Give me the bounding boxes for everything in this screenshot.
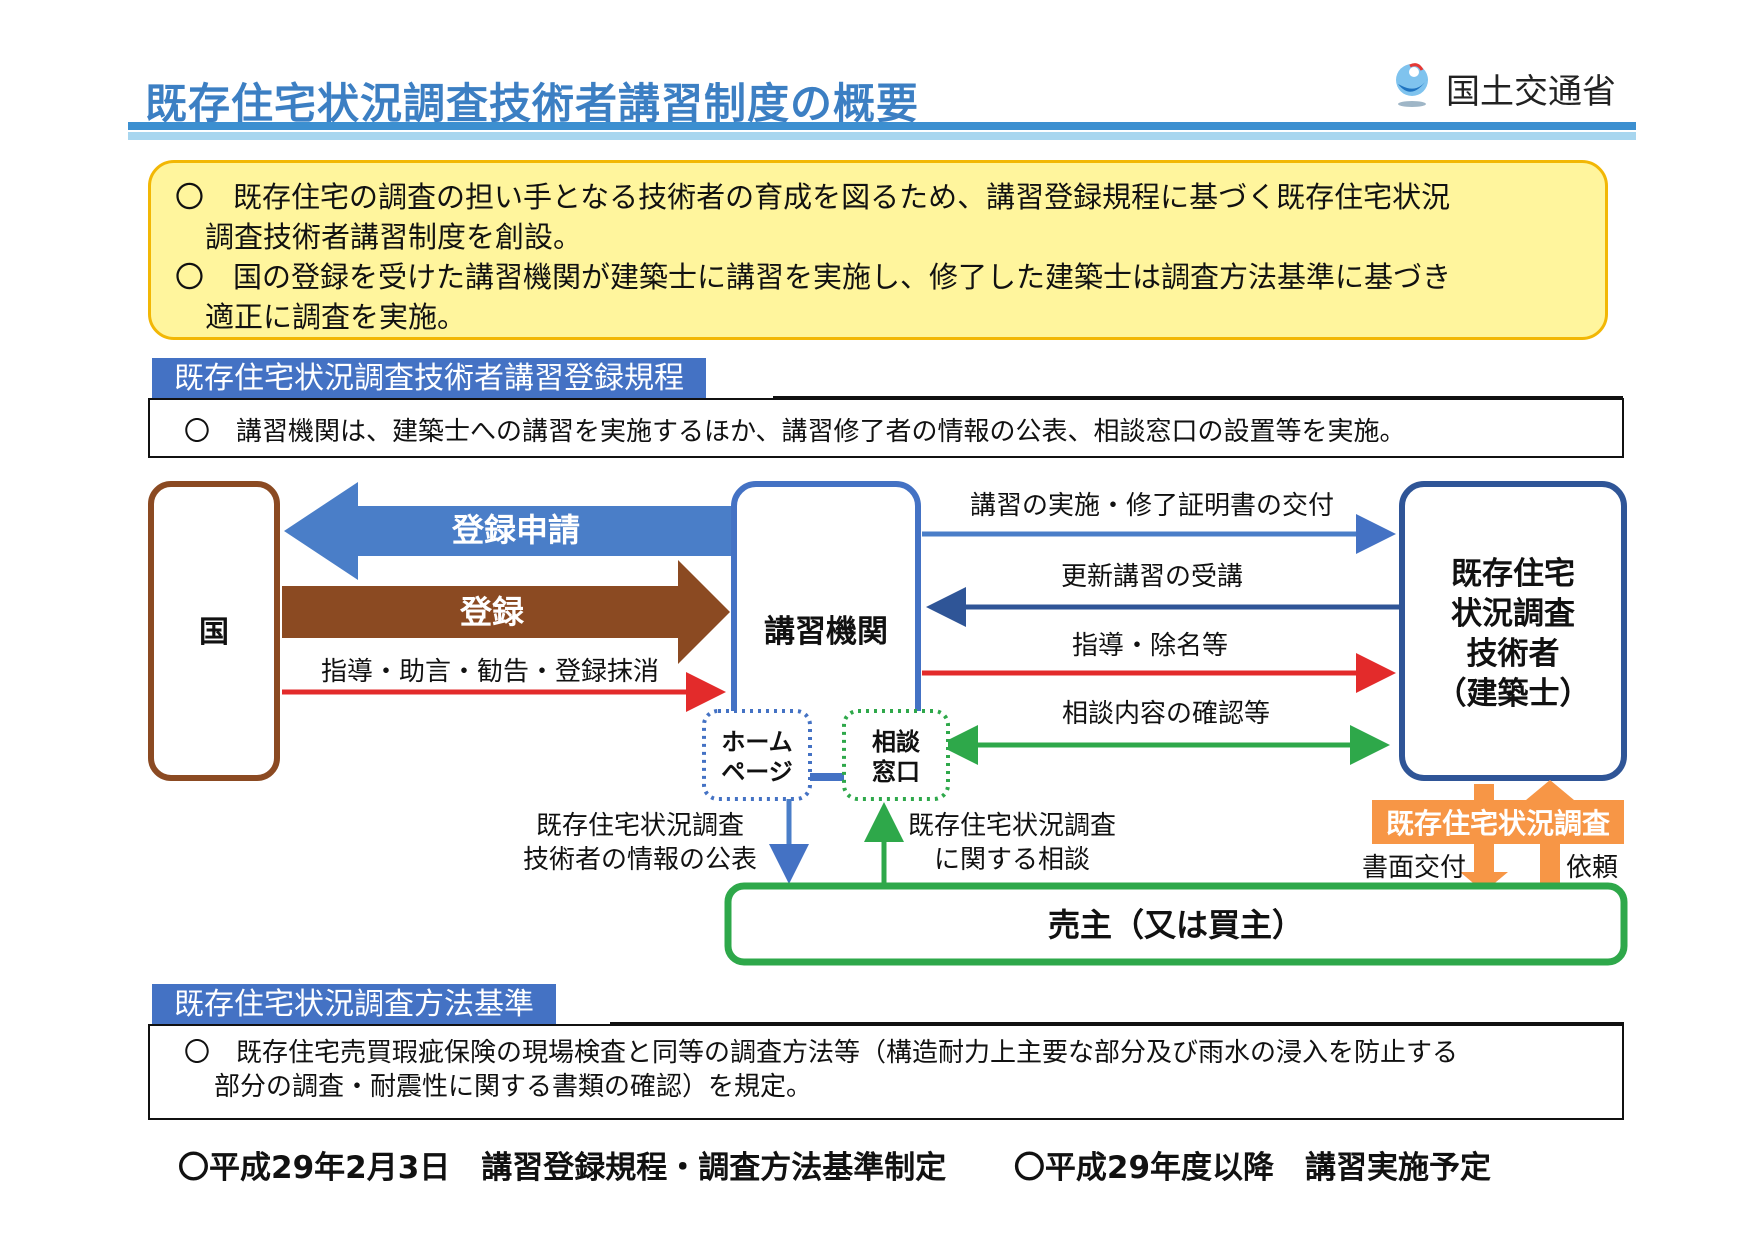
title-underline-light (128, 132, 1636, 140)
kuni-label: 国 (199, 615, 229, 650)
section-box-survey-standard: 〇 既存住宅売買瑕疵保険の現場検査と同等の調査方法等（構造耐力上主要な部分及び雨… (148, 1024, 1624, 1120)
section-divider (610, 1022, 1624, 1024)
section-text-line: 部分の調査・耐震性に関する書類の確認）を規定。 (214, 1072, 813, 1102)
consult-window-box (842, 709, 950, 801)
consult-window-label-line: 窓口 (872, 758, 920, 786)
engineer-box (1399, 481, 1627, 781)
summary-line: 〇 国の登録を受けた講習機関が建築士に講習を実施し、修了した建築士は調査方法基準… (175, 260, 1452, 294)
schedule-footer: 〇平成29年2月3日 講習登録規程・調査方法基準制定 〇平成29年度以降 講習実… (178, 1142, 1491, 1187)
survey-label: 既存住宅状況調査 (1386, 807, 1610, 840)
summary-box: 〇 既存住宅の調査の担い手となる技術者の育成を図るため、講習登録規程に基づく既存… (148, 160, 1608, 340)
schedule-item-enactment: 〇平成29年2月3日 講習登録規程・調査方法基準制定 (178, 1150, 947, 1186)
section-tab-survey-standard: 既存住宅状況調査方法基準 (152, 984, 556, 1026)
lecture-agency-label: 講習機関 (764, 614, 888, 650)
consultation-label-line: 既存住宅状況調査 (908, 811, 1116, 841)
kuni-box (148, 481, 280, 781)
ministry-logo: 国土交通省 (1388, 58, 1638, 112)
section-box-registration-rules: 〇 講習機関は、建築士への講習を実施するほか、講習修了者の情報の公表、相談窓口の… (148, 398, 1624, 458)
section-tab-registration-rules: 既存住宅状況調査技術者講習登録規程 (152, 358, 706, 400)
registration-application-arrow (284, 482, 736, 580)
request-label: 依頼 (1566, 853, 1618, 883)
system-diagram: 国 登録申請 登録 指導・助言・勧告・登録抹消 講習機関 講習の実施・修了証明書… (148, 481, 1628, 966)
engineer-label-line: （建築士） (1436, 676, 1591, 712)
summary-line: 調査技術者講習制度を創設。 (205, 220, 583, 254)
document-delivery-label: 書面交付 (1362, 853, 1466, 883)
publication-label-line: 既存住宅状況調査 (536, 811, 744, 841)
engineer-label-line: 技術者 (1467, 636, 1560, 672)
registration-arrow (282, 560, 730, 664)
title-underline (128, 122, 1636, 130)
seller-label: 売主（又は買主） (1048, 906, 1304, 944)
summary-line: 〇 既存住宅の調査の担い手となる技術者の育成を図るため、講習登録規程に基づく既存… (175, 180, 1451, 214)
guidance-kuni-label: 指導・助言・勧告・登録抹消 (321, 657, 659, 687)
renewal-label: 更新講習の受講 (1061, 562, 1243, 592)
homepage-box (702, 709, 812, 801)
registration-label: 登録 (459, 593, 525, 631)
section-text: 〇 講習機関は、建築士への講習を実施するほか、講習修了者の情報の公表、相談窓口の… (184, 417, 1406, 447)
guidance-engineer-label: 指導・除名等 (1072, 631, 1228, 661)
survey-label-bg (1372, 800, 1624, 844)
consultation-check-label: 相談内容の確認等 (1062, 699, 1270, 729)
page-title: 既存住宅状況調査技術者講習制度の概要 (145, 79, 920, 128)
engineer-label-line: 既存住宅 (1451, 556, 1575, 592)
section-text-line: 〇 既存住宅売買瑕疵保険の現場検査と同等の調査方法等（構造耐力上主要な部分及び雨… (184, 1038, 1459, 1068)
consultation-label-line: に関する相談 (934, 845, 1090, 875)
schedule-item-implementation: 〇平成29年度以降 講習実施予定 (1013, 1150, 1492, 1186)
engineer-label-line: 状況調査 (1451, 596, 1575, 632)
seller-box (724, 882, 1628, 966)
ministry-name: 国土交通省 (1446, 72, 1616, 112)
homepage-label-line: ホーム (721, 728, 792, 756)
lecture-delivery-label: 講習の実施・修了証明書の交付 (970, 491, 1334, 521)
summary-line: 適正に調査を実施。 (205, 300, 467, 334)
consult-window-label-line: 相談 (872, 728, 921, 756)
ministry-emblem-icon (1396, 63, 1428, 107)
homepage-label-line: ページ (721, 758, 793, 786)
registration-application-label: 登録申請 (451, 511, 580, 549)
section-divider (773, 396, 1623, 398)
publication-label-line: 技術者の情報の公表 (523, 845, 757, 875)
